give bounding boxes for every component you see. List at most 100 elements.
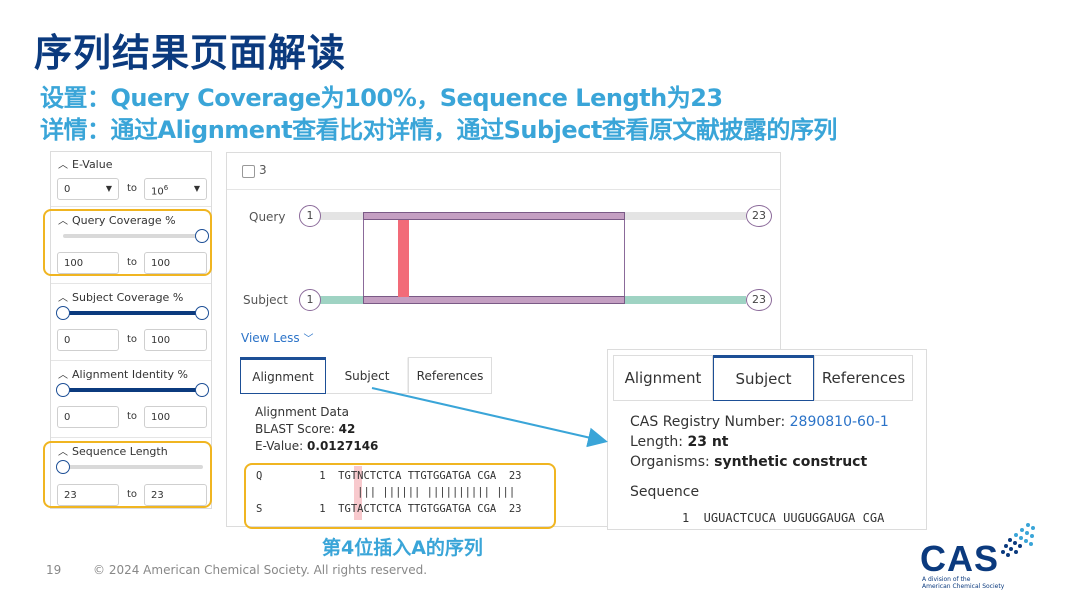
- result-tabs: Alignment Subject References: [240, 357, 492, 394]
- slide-title: 序列结果页面解读: [34, 31, 347, 75]
- alignment-identity-slider-min-handle[interactable]: [56, 383, 70, 397]
- subject-coverage-slider-track[interactable]: [63, 311, 203, 315]
- insertion-highlight: [354, 466, 362, 520]
- settings-line: 设置：Query Coverage为100%，Sequence Length为2…: [40, 84, 723, 112]
- divider: [51, 437, 211, 438]
- query-end-badge: 23: [746, 205, 772, 227]
- registry-row: CAS Registry Number: 2890810-60-1: [630, 414, 889, 430]
- subject-coverage-slider-max-handle[interactable]: [195, 306, 209, 320]
- evalue-title: E-Value: [72, 158, 113, 171]
- evalue-to-select[interactable]: 106 ▼: [144, 178, 207, 200]
- subject-start-badge: 1: [299, 289, 321, 311]
- subject-coverage-from-input[interactable]: 0: [57, 329, 119, 351]
- divider: [51, 206, 211, 207]
- cas-tagline-2: American Chemical Society: [922, 583, 1005, 590]
- cas-helix-icon: [1001, 523, 1035, 557]
- query-coverage-slider-track[interactable]: [63, 234, 203, 238]
- length-value: 23 nt: [687, 434, 729, 450]
- blast-score-row: BLAST Score: 42: [255, 422, 355, 436]
- sequence-title: Sequence: [630, 484, 700, 500]
- caret-down-icon: ▼: [105, 184, 112, 193]
- subject-coverage-slider-min-handle[interactable]: [56, 306, 70, 320]
- tab-subject[interactable]: Subject: [326, 357, 408, 394]
- divider: [227, 189, 780, 190]
- evalue-from-select[interactable]: 0 ▼: [57, 178, 119, 200]
- query-hit-segment: [363, 212, 625, 220]
- alignment-highlight: [244, 463, 556, 529]
- result-select-checkbox[interactable]: [242, 165, 255, 178]
- copyright: © 2024 American Chemical Society. All ri…: [93, 563, 428, 577]
- sequence-length-to-label: to: [127, 489, 138, 500]
- evalue-section-toggle[interactable]: ︿E-Value: [58, 156, 112, 171]
- evalue-from-value: 0: [64, 184, 71, 195]
- query-coverage-highlight: [43, 209, 212, 276]
- subject-coverage-to-label: to: [127, 334, 138, 345]
- alignment-data-title: Alignment Data: [255, 405, 349, 419]
- page-number: 19: [46, 563, 62, 577]
- sequence-length-from-input[interactable]: 23: [57, 484, 119, 506]
- chevron-up-icon: ︿: [58, 370, 68, 381]
- sequence-length-slider-handle[interactable]: [56, 460, 70, 474]
- alignment-identity-slider-track[interactable]: [63, 388, 203, 392]
- sequence-length-slider-track[interactable]: [63, 465, 203, 469]
- chevron-down-icon: ﹀: [303, 334, 314, 345]
- blast-score-label: BLAST Score:: [255, 422, 335, 436]
- insertion-marker: [398, 220, 409, 297]
- query-sequence-row: Q 1 TGTNCTCTCA TTGTGGATGA CGA 23: [256, 470, 522, 482]
- alignment-identity-to-label: to: [127, 411, 138, 422]
- cas-tagline-1: A division of the: [922, 576, 971, 583]
- blast-score-value: 42: [338, 422, 356, 436]
- tab-subject[interactable]: Subject: [713, 355, 814, 401]
- tab-alignment[interactable]: Alignment: [613, 355, 713, 401]
- evalue-to-exponent: 6: [163, 184, 169, 192]
- length-label: Length:: [630, 434, 684, 450]
- view-less-label: View Less: [241, 331, 300, 345]
- evalue-to-base: 10: [151, 186, 164, 198]
- sequence-length-title: Sequence Length: [72, 445, 168, 458]
- organisms-label: Organisms:: [630, 454, 710, 470]
- cas-logo: CAS: [920, 538, 1000, 579]
- registry-label: CAS Registry Number:: [630, 414, 786, 430]
- query-coverage-from-input[interactable]: 100: [57, 252, 119, 274]
- subject-label: Subject: [243, 293, 288, 307]
- query-coverage-to-label: to: [127, 257, 138, 268]
- evalue-value: 0.0127146: [307, 439, 379, 453]
- subject-panel-tabs: Alignment Subject References: [613, 355, 913, 401]
- match-row: ||| |||||| |||||||||| |||: [256, 486, 516, 498]
- subject-coverage-to-input[interactable]: 100: [144, 329, 207, 351]
- query-coverage-section-toggle[interactable]: ︿Query Coverage %: [58, 212, 176, 227]
- alignment-identity-title: Alignment Identity %: [72, 368, 188, 381]
- alignment-identity-section-toggle[interactable]: ︿ Alignment Identity %: [58, 366, 188, 381]
- alignment-identity-from-input[interactable]: 0: [57, 406, 119, 428]
- view-less-link[interactable]: View Less ﹀: [241, 330, 313, 345]
- sequence-length-to-input[interactable]: 23: [144, 484, 207, 506]
- chevron-up-icon: ︿: [58, 293, 68, 304]
- subject-coverage-title: Subject Coverage %: [72, 291, 184, 304]
- divider: [51, 360, 211, 361]
- cas-tagline: A division of the American Chemical Soci…: [922, 576, 1012, 590]
- divider: [51, 283, 211, 284]
- tab-alignment[interactable]: Alignment: [240, 357, 326, 394]
- sequence-length-section-toggle[interactable]: ︿ Sequence Length: [58, 443, 168, 458]
- tab-references[interactable]: References: [814, 355, 913, 401]
- query-label: Query: [249, 210, 286, 224]
- alignment-identity-to-input[interactable]: 100: [144, 406, 207, 428]
- registry-number-link[interactable]: 2890810-60-1: [789, 414, 889, 430]
- organisms-value: synthetic construct: [714, 454, 868, 470]
- insertion-caption: 第4位插入A的序列: [322, 537, 483, 559]
- details-line: 详情：通过Alignment查看比对详情，通过Subject查看原文献披露的序列: [40, 116, 837, 144]
- query-coverage-slider-handle[interactable]: [195, 229, 209, 243]
- query-coverage-to-input[interactable]: 100: [144, 252, 207, 274]
- evalue-label: E-Value:: [255, 439, 304, 453]
- evalue-to-label: to: [127, 183, 138, 194]
- subject-coverage-section-toggle[interactable]: ︿ Subject Coverage %: [58, 289, 183, 304]
- evalue-row: E-Value: 0.0127146: [255, 439, 378, 453]
- result-number: 3: [259, 163, 267, 177]
- alignment-identity-slider-max-handle[interactable]: [195, 383, 209, 397]
- subject-end-badge: 23: [746, 289, 772, 311]
- chevron-up-icon: ︿: [58, 447, 68, 458]
- subject-hit-segment: [363, 296, 625, 304]
- query-coverage-title: Query Coverage %: [72, 214, 176, 227]
- tab-references[interactable]: References: [408, 357, 492, 394]
- caret-down-icon: ▼: [193, 184, 200, 193]
